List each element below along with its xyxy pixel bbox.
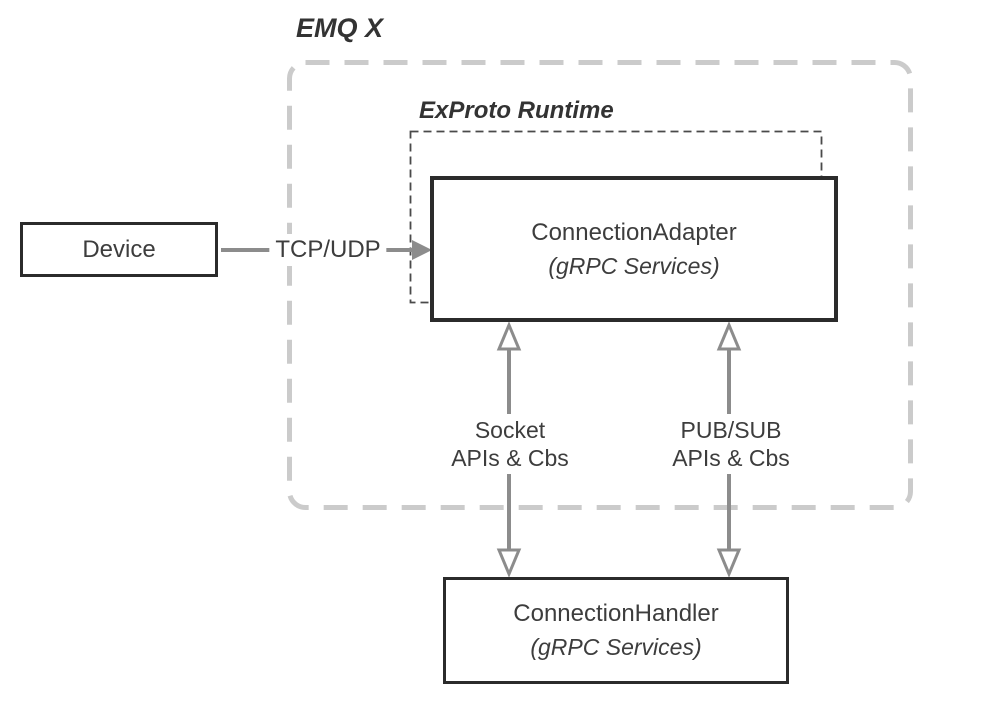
pubsub-apis-edge-label: PUB/SUB APIs & Cbs xyxy=(666,414,796,474)
socket-apis-edge-label-line1: Socket xyxy=(474,417,546,443)
tcp-udp-arrowhead-icon xyxy=(412,240,432,260)
emqx-group-label: EMQ X xyxy=(296,13,384,43)
connection-adapter-title: ConnectionAdapter xyxy=(531,218,737,246)
socket-arrowhead-down-icon xyxy=(496,548,522,578)
device-node-label: Device xyxy=(82,235,156,263)
connection-adapter-node: ConnectionAdapter (gRPC Services) xyxy=(430,176,838,322)
connection-adapter-subtitle: (gRPC Services) xyxy=(548,252,720,279)
emqx-boundary-dashed-box xyxy=(287,60,913,510)
socket-apis-edge-label-line2: APIs & Cbs xyxy=(451,445,569,471)
connection-handler-title: ConnectionHandler xyxy=(513,600,719,627)
pubsub-arrowhead-down-icon xyxy=(716,548,742,578)
connection-handler-subtitle: (gRPC Services) xyxy=(530,634,702,660)
exproto-runtime-group-label: ExProto Runtime xyxy=(419,97,614,124)
device-node: Device xyxy=(20,222,218,277)
socket-apis-edge-label: Socket APIs & Cbs xyxy=(445,414,575,474)
pubsub-apis-edge-label-line2: APIs & Cbs xyxy=(672,445,790,471)
socket-arrowhead-up-icon xyxy=(496,321,522,351)
pubsub-arrowhead-up-icon xyxy=(716,321,742,351)
connection-handler-node: ConnectionHandler (gRPC Services) xyxy=(443,577,789,684)
tcp-udp-edge-label: TCP/UDP xyxy=(269,234,387,266)
pubsub-apis-edge-label-line1: PUB/SUB xyxy=(680,417,782,443)
